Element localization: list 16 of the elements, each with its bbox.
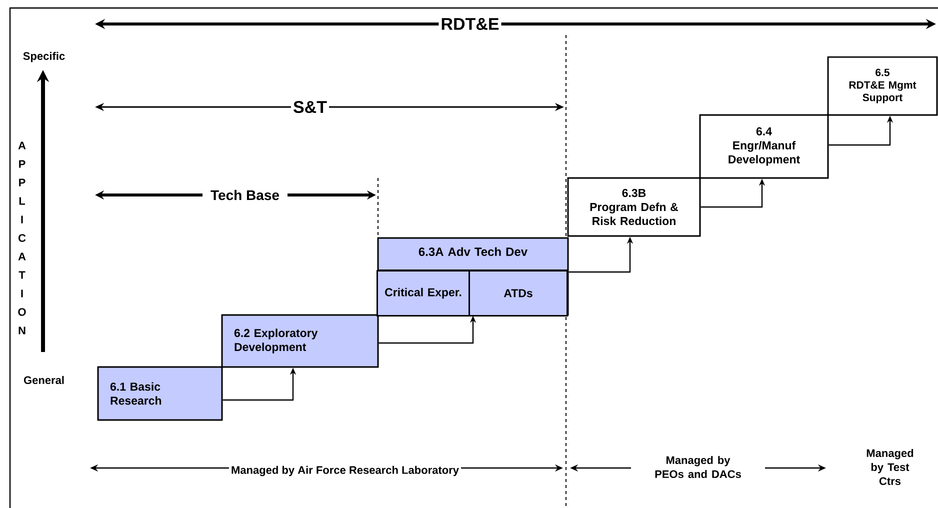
stage-box: 6.3B Program Defn & Risk Reduction [567,177,701,237]
text-label: APPLICATION [18,142,26,334]
text-label: Managed by Test Ctrs [866,448,914,486]
text-label: Specific [23,52,65,62]
stage-box: 6.5 RDT&E Mgmt Support [827,56,938,116]
stage-box: 6.1 Basic Research [97,366,223,421]
text-label: S&T [291,98,329,116]
stage-box: 6.2 Exploratory Development [221,314,379,368]
text-label: Managed by PEOs and DACs [631,452,765,482]
text-label: Managed by Air Force Research Laboratory [229,462,461,480]
text-label: RDT&E [438,14,502,34]
stage-box: 6.4 Engr/Manuf Development [699,114,829,179]
text-label: Tech Base [202,186,288,204]
stage-box: ATDs [468,270,568,316]
stage-box: Critical Exper. [376,270,470,316]
text-label: General [24,376,64,384]
